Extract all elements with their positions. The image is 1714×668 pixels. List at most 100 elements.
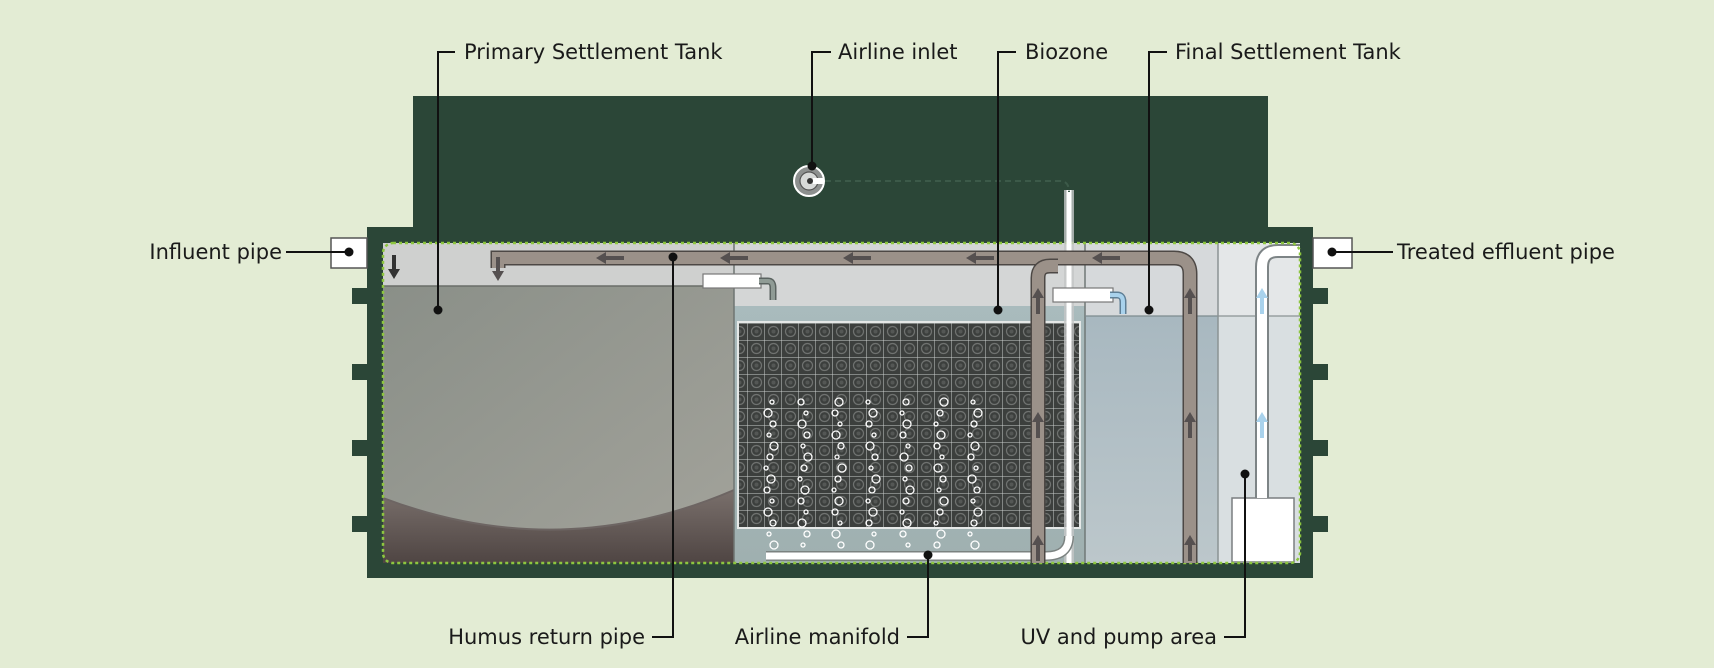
air-bubble-icon: [803, 509, 809, 515]
air-bubble-icon: [831, 487, 837, 493]
flow-arrow-icon: [596, 252, 624, 264]
flow-arrow-icon: [1256, 288, 1268, 314]
air-bubble-icon: [871, 531, 877, 537]
flow-arrow-icon: [843, 252, 871, 264]
air-bubble-icon: [834, 397, 844, 407]
air-bubble-icon: [800, 542, 806, 548]
air-bubble-icon: [834, 496, 844, 506]
air-bubble-icon: [834, 475, 842, 483]
air-bubble-icon: [766, 531, 772, 537]
air-bubble-icon: [865, 519, 873, 527]
airline-inlet-fitting-icon: [793, 165, 825, 197]
air-bubble-icon: [899, 530, 907, 538]
air-bubble-icon: [967, 453, 975, 461]
air-bubble-icon: [837, 463, 847, 473]
flow-arrow-icon: [966, 252, 994, 264]
air-bubble-icon: [797, 419, 807, 429]
air-bubble-icon: [800, 485, 810, 495]
air-bubble-icon: [769, 540, 779, 550]
air-bubble-icon: [769, 420, 777, 428]
air-bubble-icon: [803, 452, 813, 462]
flow-arrow-icon: [1092, 252, 1120, 264]
air-bubble-icon: [905, 542, 911, 548]
air-bubble-icon: [939, 475, 947, 483]
flow-arrow-icon: [1184, 412, 1196, 438]
air-bubble-icon: [970, 540, 980, 550]
air-bubble-icon: [769, 498, 775, 504]
air-bubble-icon: [871, 432, 877, 438]
air-bubble-icon: [763, 465, 769, 471]
label-influent-pipe: Influent pipe: [149, 240, 282, 264]
air-bubble-icon: [902, 497, 910, 505]
air-bubble-icon: [868, 507, 878, 517]
air-bubble-icon: [970, 399, 976, 405]
air-bubble-icon: [967, 531, 973, 537]
label-final-settlement-tank: Final Settlement Tank: [1175, 40, 1401, 64]
air-bubble-icon: [970, 420, 978, 428]
air-bubble-icon: [763, 486, 771, 494]
leader-dots: [344, 161, 1337, 560]
air-bubble-icon: [868, 486, 876, 494]
air-bubble-icon: [899, 452, 909, 462]
air-bubbles: [763, 397, 983, 550]
air-bubble-icon: [865, 399, 871, 405]
air-bubble-icon: [933, 463, 943, 473]
air-bubble-icon: [797, 398, 805, 406]
pump-unit: [1231, 497, 1295, 563]
air-bubble-icon: [902, 398, 910, 406]
air-bubble-icon: [797, 476, 803, 482]
air-bubble-icon: [800, 443, 806, 449]
flow-arrows: [388, 252, 1268, 561]
air-bubble-icon: [899, 509, 905, 515]
air-bubble-icon: [967, 474, 977, 484]
air-bubble-icon: [763, 507, 773, 517]
air-bubble-icon: [763, 408, 773, 418]
air-bubble-icon: [933, 442, 941, 450]
transfer-pipe-final: [1052, 287, 1114, 303]
air-bubble-icon: [831, 529, 841, 539]
flow-arrow-icon: [720, 252, 748, 264]
air-bubble-icon: [902, 419, 912, 429]
label-airline-manifold: Airline manifold: [734, 625, 900, 649]
flow-arrow-icon: [1032, 288, 1044, 314]
air-bubble-icon: [837, 520, 843, 526]
humus-return-pipe-shape: [490, 250, 1198, 563]
air-bubble-icon: [797, 497, 805, 505]
air-bubble-icon: [936, 409, 944, 417]
air-bubble-icon: [769, 399, 775, 405]
air-bubble-icon: [902, 476, 908, 482]
air-bubble-icon: [936, 487, 942, 493]
air-bubble-icon: [871, 453, 879, 461]
air-bubble-icon: [902, 518, 912, 528]
air-bubble-icon: [831, 508, 839, 516]
tank-ribs: [352, 288, 1328, 532]
flow-arrow-icon: [1184, 535, 1196, 561]
leader-lines: [286, 51, 1393, 638]
air-bubble-icon: [868, 408, 878, 418]
air-bubble-icon: [973, 507, 983, 517]
flow-arrow-icon: [1184, 288, 1196, 314]
air-bubble-icon: [837, 442, 845, 450]
air-bubble-icon: [936, 508, 944, 516]
air-bubble-icon: [973, 408, 983, 418]
air-bubble-icon: [970, 441, 980, 451]
tank-inner-border: [381, 241, 1302, 565]
air-bubble-icon: [865, 540, 875, 550]
air-bubble-icon: [936, 529, 946, 539]
air-bubble-icon: [803, 410, 809, 416]
label-biozone: Biozone: [1025, 40, 1109, 64]
air-bubble-icon: [803, 431, 811, 439]
air-bubble-icon: [899, 410, 905, 416]
air-bubble-icon: [837, 541, 845, 549]
air-bubble-icon: [939, 496, 949, 506]
air-bubble-icon: [868, 465, 874, 471]
air-bubble-icon: [899, 431, 907, 439]
label-primary-settlement-tank: Primary Settlement Tank: [464, 40, 723, 64]
air-bubble-icon: [871, 474, 881, 484]
air-bubble-icon: [831, 430, 841, 440]
uv-pump-chamber: [1217, 243, 1300, 563]
flow-arrow-icon: [1032, 535, 1044, 561]
air-bubble-icon: [905, 464, 913, 472]
